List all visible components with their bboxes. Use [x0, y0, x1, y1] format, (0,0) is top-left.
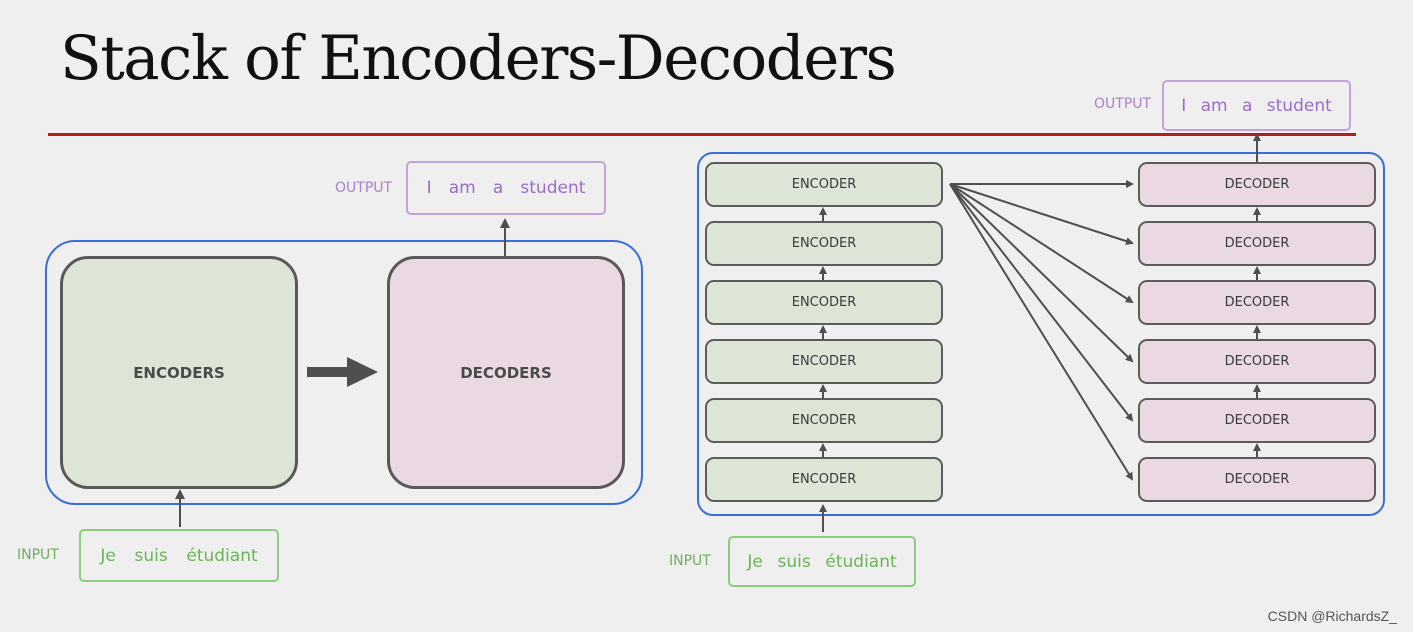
output-word: student	[1266, 95, 1332, 116]
decoders-block: DECODERS	[387, 256, 625, 489]
decoder-layer: DECODER	[1138, 457, 1376, 502]
left-output-label: OUTPUT	[335, 180, 393, 196]
decoder-layer: DECODER	[1138, 162, 1376, 207]
watermark: CSDN @RichardsZ_	[1267, 608, 1397, 624]
decoder-layer: DECODER	[1138, 221, 1376, 266]
page-title: Stack of Encoders-Decoders	[60, 23, 897, 94]
decoder-label: DECODER	[1224, 177, 1290, 192]
output-word: a	[492, 178, 504, 198]
output-word: I	[1181, 95, 1187, 116]
left-frame	[45, 240, 643, 505]
left-input-label: INPUT	[17, 547, 59, 563]
right-output-label: OUTPUT	[1094, 96, 1152, 112]
decoder-layer: DECODER	[1138, 280, 1376, 325]
decoder-label: DECODER	[1224, 472, 1290, 487]
input-word: étudiant	[186, 545, 258, 566]
input-word: Je	[100, 545, 116, 566]
title-underline	[48, 133, 1356, 136]
output-word: I	[426, 178, 432, 198]
right-output-box: I am a student	[1162, 80, 1351, 131]
encoder-layer: ENCODER	[705, 398, 943, 443]
encoder-layer: ENCODER	[705, 162, 943, 207]
encoder-to-decoder-arrow	[949, 183, 1134, 245]
right-input-box: Je suis étudiant	[728, 536, 916, 587]
output-word: a	[1241, 95, 1253, 116]
left-input-box: Je suis étudiant	[79, 529, 279, 582]
encoder-layer: ENCODER	[705, 457, 943, 502]
encoder-label: ENCODER	[791, 295, 857, 310]
input-word: étudiant	[825, 551, 897, 572]
encoder-layer: ENCODER	[705, 221, 943, 266]
decoder-label: DECODER	[1224, 413, 1290, 428]
encoder-layer: ENCODER	[705, 339, 943, 384]
encoders-to-decoders-arrow	[307, 357, 378, 387]
decoder-label: DECODER	[1224, 236, 1290, 251]
decoders-label: DECODERS	[460, 363, 552, 382]
encoder-label: ENCODER	[791, 413, 857, 428]
output-word: am	[1200, 95, 1228, 116]
encoder-label: ENCODER	[791, 177, 857, 192]
encoder-label: ENCODER	[791, 354, 857, 369]
encoder-to-decoder-arrow	[949, 183, 1134, 363]
output-word: student	[520, 178, 586, 198]
decoder-layer: DECODER	[1138, 398, 1376, 443]
encoder-to-decoder-arrow	[949, 183, 1134, 481]
encoder-to-decoder-arrow	[949, 183, 1134, 422]
output-word: am	[448, 178, 476, 198]
input-word: suis	[134, 545, 168, 566]
encoder-to-decoder-arrow	[949, 183, 1134, 304]
encoders-block: ENCODERS	[60, 256, 298, 489]
decoder-label: DECODER	[1224, 354, 1290, 369]
encoder-label: ENCODER	[791, 236, 857, 251]
left-output-box: I am a student	[406, 161, 606, 215]
decoder-label: DECODER	[1224, 295, 1290, 310]
right-frame	[697, 152, 1385, 516]
encoder-layer: ENCODER	[705, 280, 943, 325]
right-input-label: INPUT	[669, 553, 711, 569]
encoders-label: ENCODERS	[133, 363, 225, 382]
input-word: Je	[747, 551, 763, 572]
decoder-layer: DECODER	[1138, 339, 1376, 384]
encoder-label: ENCODER	[791, 472, 857, 487]
input-word: suis	[777, 551, 811, 572]
